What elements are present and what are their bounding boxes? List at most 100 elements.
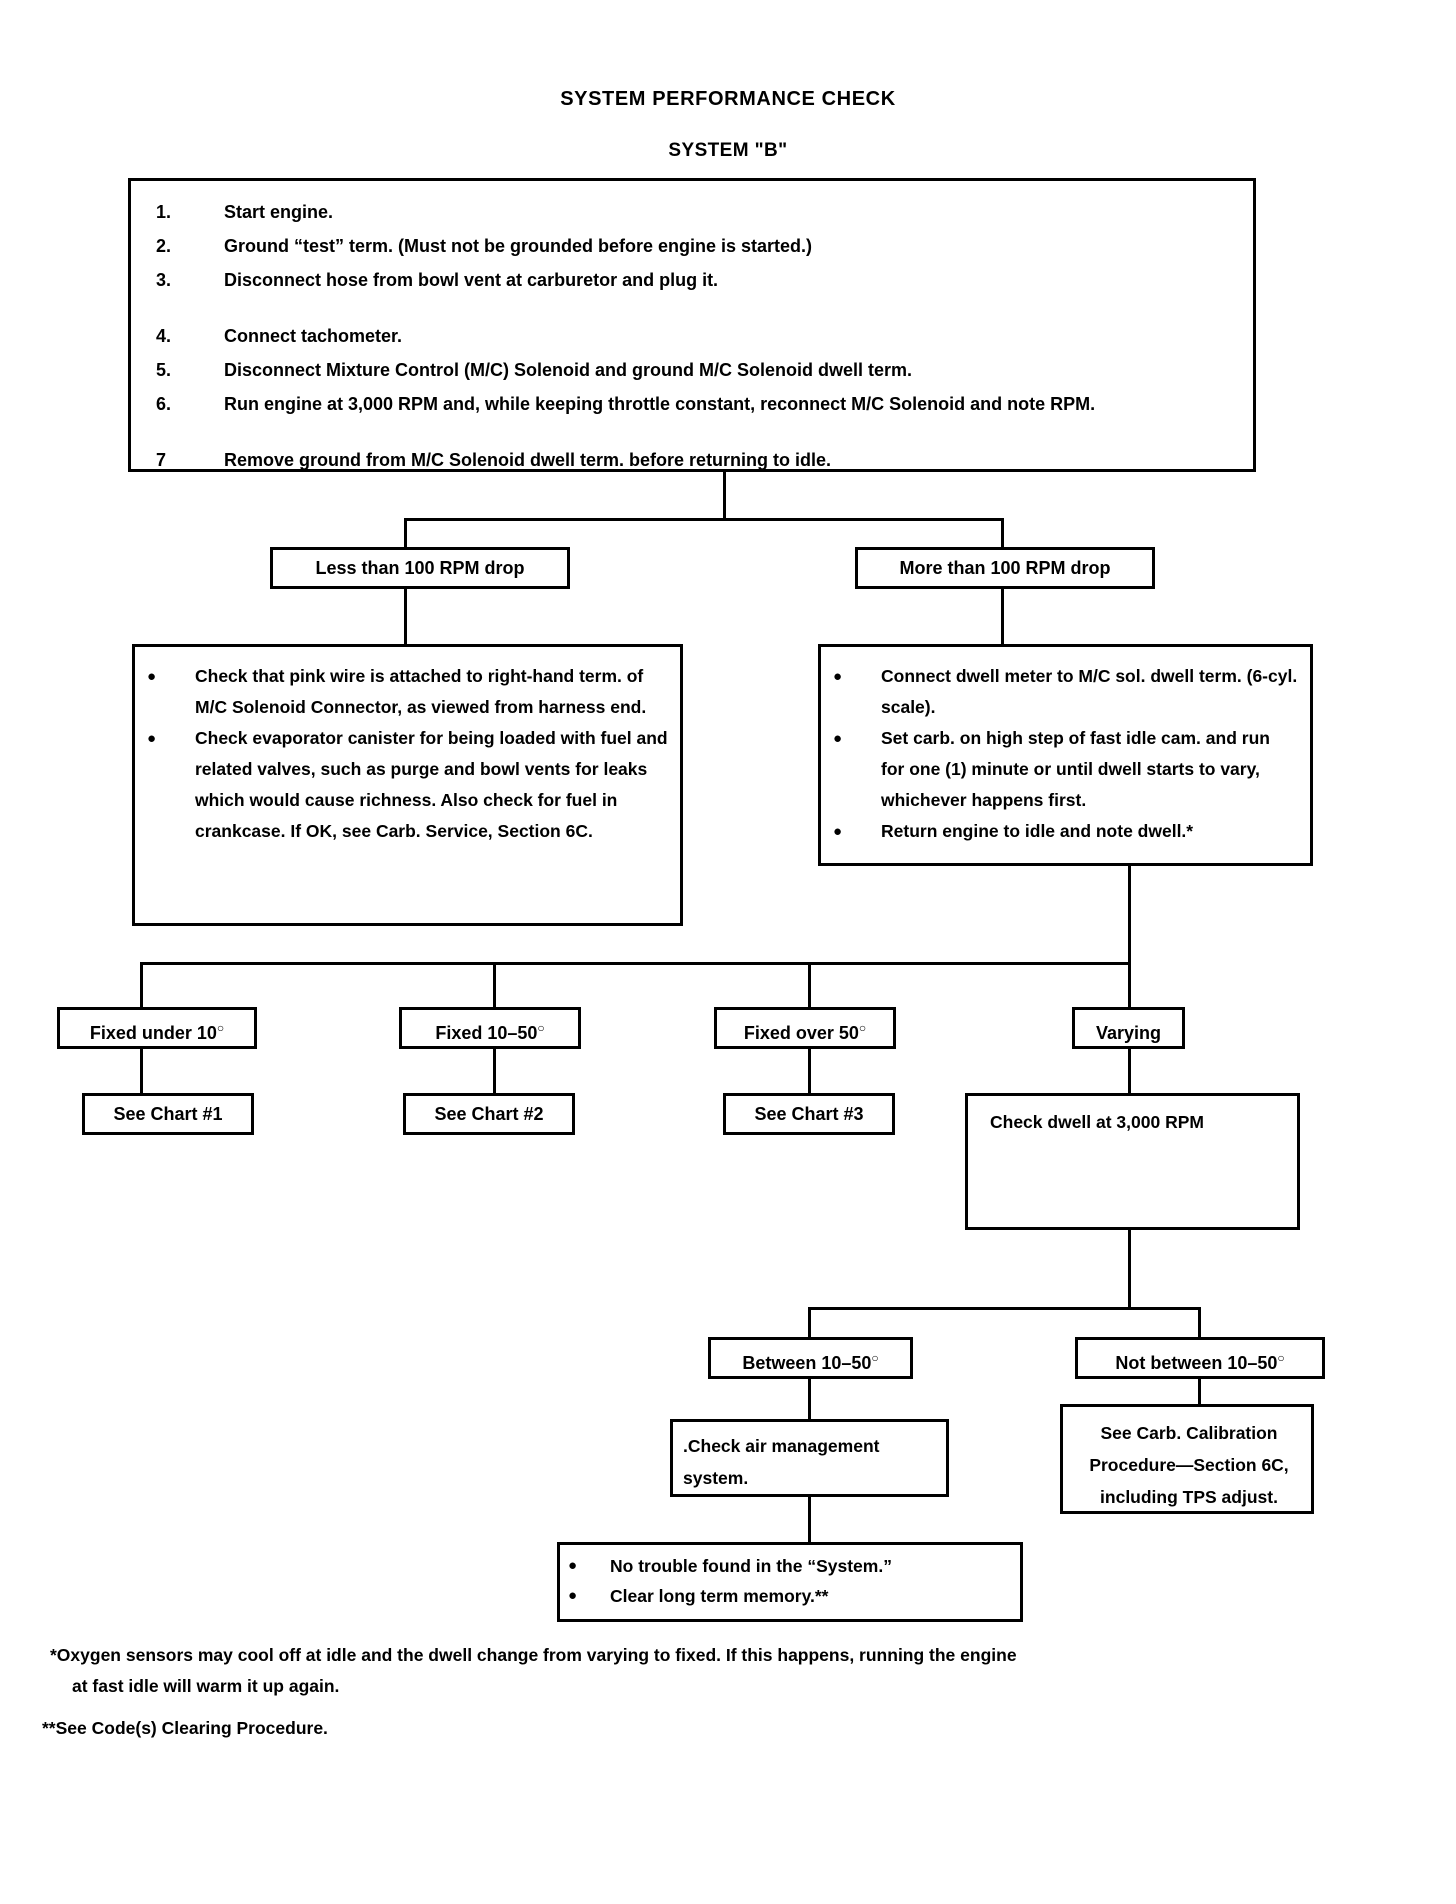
right-dwell-box: ● Connect dwell meter to M/C sol. dwell … xyxy=(818,644,1313,866)
result-check-air-management[interactable]: .Check air management system. xyxy=(670,1419,949,1497)
step-row: 6. Run engine at 3,000 RPM and, while ke… xyxy=(131,387,1253,421)
bullet-item: ● Clear long term memory.** xyxy=(568,1581,1012,1611)
footnote-double-star: **See Code(s) Clearing Procedure. xyxy=(42,1718,328,1738)
degree-icon: ○ xyxy=(537,1021,545,1035)
outcome-label-text: Fixed over 50 xyxy=(743,1023,859,1043)
decision-between-10-50[interactable]: Between 10–50○ xyxy=(708,1337,913,1379)
outcome-label-text: Varying xyxy=(1095,1023,1162,1043)
procedure-steps-box: 1. Start engine. 2. Ground “test” term. … xyxy=(128,178,1256,472)
connector-varying-down xyxy=(1128,1049,1131,1095)
connector-notbetween-down xyxy=(1198,1307,1201,1339)
bullet-text: Clear long term memory.** xyxy=(610,1586,829,1606)
step-text: Disconnect Mixture Control (M/C) Solenoi… xyxy=(224,360,913,380)
bullet-text: No trouble found in the “System.” xyxy=(610,1556,892,1576)
connector-between-to-air xyxy=(808,1379,811,1421)
step-text: Connect tachometer. xyxy=(224,326,403,346)
connector-notbetween-bus xyxy=(1128,1307,1201,1310)
notbetween-label-text: Not between 10–50 xyxy=(1115,1353,1278,1373)
footnote-single-star-line2: at fast idle will warm it up again. xyxy=(72,1676,340,1696)
footnote-single-star-line1: *Oxygen sensors may cool off at idle and… xyxy=(50,1645,1017,1665)
connector-between-bus xyxy=(808,1307,1131,1310)
step-row: 1. Start engine. xyxy=(131,195,1253,229)
outcome-varying[interactable]: Varying xyxy=(1072,1007,1185,1049)
step-row: 7 Remove ground from M/C Solenoid dwell … xyxy=(131,443,1253,477)
between-label-text: Between 10–50 xyxy=(742,1353,872,1373)
connector-outcome-2-down xyxy=(493,962,496,1010)
result-see-chart-1[interactable]: See Chart #1 xyxy=(82,1093,254,1135)
step-number: 4. xyxy=(156,326,172,346)
bullet-dot: ● xyxy=(568,1587,578,1604)
decision-more-than-100-rpm[interactable]: More than 100 RPM drop xyxy=(855,547,1155,589)
outcome-fixed-under-10[interactable]: Fixed under 10○ xyxy=(57,1007,257,1049)
result-carb-calibration[interactable]: See Carb. Calibration Procedure—Section … xyxy=(1060,1404,1314,1514)
bullet-dot: ● xyxy=(833,668,843,685)
degree-icon: ○ xyxy=(216,1021,225,1035)
bullet-dot: ● xyxy=(833,730,843,747)
step-number: 1. xyxy=(156,202,172,222)
connector-outcome-4-down xyxy=(1128,962,1131,1010)
step-text: Ground “test” term. (Must not be grounde… xyxy=(224,236,813,256)
page-subtitle: SYSTEM "B" xyxy=(668,140,788,161)
bullet-item: ● Check that pink wire is attached to ri… xyxy=(147,661,668,723)
bullet-text: Check that pink wire is attached to righ… xyxy=(195,666,647,717)
degree-icon: ○ xyxy=(871,1351,879,1365)
bullet-dot: ● xyxy=(568,1557,578,1574)
step-number: 6. xyxy=(156,394,172,414)
bullet-text: Check evaporator canister for being load… xyxy=(195,728,668,841)
step-row: 3. Disconnect hose from bowl vent at car… xyxy=(131,263,1253,297)
step-number: 2. xyxy=(156,236,172,256)
bullet-item: ● Check evaporator canister for being lo… xyxy=(147,723,668,847)
outcome-label-text: Fixed under 10 xyxy=(89,1023,217,1043)
bullet-item: ● Set carb. on high step of fast idle ca… xyxy=(833,723,1298,816)
connector-steps-down xyxy=(723,472,726,520)
result-see-chart-2[interactable]: See Chart #2 xyxy=(403,1093,575,1135)
step-text: Disconnect hose from bowl vent at carbur… xyxy=(224,270,719,290)
outcome-fixed-over-50[interactable]: Fixed over 50○ xyxy=(714,1007,896,1049)
final-no-trouble-box: ● No trouble found in the “System.” ● Cl… xyxy=(557,1542,1023,1622)
step-number: 3. xyxy=(156,270,172,290)
bullet-text: Connect dwell meter to M/C sol. dwell te… xyxy=(881,666,1298,717)
decision-not-between-10-50[interactable]: Not between 10–50○ xyxy=(1075,1337,1325,1379)
page-title: SYSTEM PERFORMANCE CHECK xyxy=(560,88,896,110)
left-check-box: ● Check that pink wire is attached to ri… xyxy=(132,644,683,926)
connector-outcome-3-down xyxy=(808,962,811,1010)
degree-icon: ○ xyxy=(858,1021,867,1035)
step-number: 5. xyxy=(156,360,172,380)
step-text: Start engine. xyxy=(224,202,334,222)
connector-checkdwell-down xyxy=(1128,1230,1131,1310)
connector-split-horizontal xyxy=(404,518,1004,521)
step-row: 2. Ground “test” term. (Must not be grou… xyxy=(131,229,1253,263)
connector-outcome-1-down xyxy=(140,962,143,1010)
bullet-text: Set carb. on high step of fast idle cam.… xyxy=(881,728,1270,810)
bullet-text: Return engine to idle and note dwell.* xyxy=(881,821,1194,841)
step-text: Run engine at 3,000 RPM and, while keepi… xyxy=(224,394,1096,414)
degree-icon: ○ xyxy=(1277,1351,1285,1365)
step-text: Remove ground from M/C Solenoid dwell te… xyxy=(224,450,832,470)
connector-chart3-down xyxy=(808,1049,811,1095)
step-spacer xyxy=(131,297,1253,319)
connector-between-down xyxy=(808,1307,811,1339)
bullet-dot: ● xyxy=(147,668,157,685)
connector-notbetween-to-carb xyxy=(1198,1379,1201,1421)
connector-air-to-final xyxy=(808,1497,811,1545)
result-check-dwell-3000-rpm[interactable]: Check dwell at 3,000 RPM xyxy=(965,1093,1300,1230)
connector-outcome-bus xyxy=(140,962,1131,965)
step-row: 5. Disconnect Mixture Control (M/C) Sole… xyxy=(131,353,1253,387)
bullet-item: ● No trouble found in the “System.” xyxy=(568,1551,1012,1581)
step-spacer xyxy=(131,421,1253,443)
bullet-dot: ● xyxy=(833,823,843,840)
outcome-fixed-10-50[interactable]: Fixed 10–50○ xyxy=(399,1007,581,1049)
bullet-item: ● Connect dwell meter to M/C sol. dwell … xyxy=(833,661,1298,723)
bullet-item: ● Return engine to idle and note dwell.* xyxy=(833,816,1298,847)
result-see-chart-3[interactable]: See Chart #3 xyxy=(723,1093,895,1135)
connector-right-branch-down xyxy=(1001,518,1004,550)
decision-less-than-100-rpm[interactable]: Less than 100 RPM drop xyxy=(270,547,570,589)
connector-left-branch-down xyxy=(404,518,407,550)
bullet-dot: ● xyxy=(147,730,157,747)
outcome-label-text: Fixed 10–50 xyxy=(435,1023,538,1043)
connector-chart2-down xyxy=(493,1049,496,1095)
step-row: 4. Connect tachometer. xyxy=(131,319,1253,353)
connector-more-to-rightbox xyxy=(1001,589,1004,646)
connector-rightbox-down xyxy=(1128,866,1131,965)
